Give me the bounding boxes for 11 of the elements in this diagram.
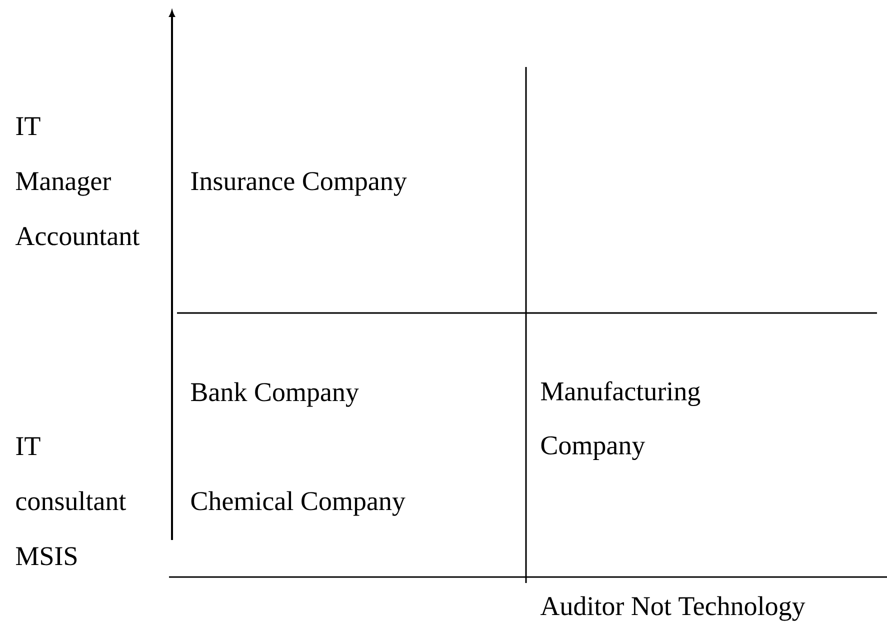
- axis-label: consultant: [16, 491, 126, 510]
- axis-label: IT: [16, 117, 40, 135]
- quadrant-label: Insurance Company: [191, 172, 407, 196]
- axis-label: MSIS: [16, 547, 77, 566]
- axis-label: Auditor Not Technology: [540, 596, 806, 621]
- axis-label: Accountant: [15, 227, 140, 246]
- quadrant-label: Manufacturing Company: [540, 381, 700, 460]
- axis-label: Manager: [16, 172, 111, 196]
- axis-label: IT: [16, 437, 40, 455]
- quadrant-label: Bank Company: [191, 382, 359, 407]
- quadrant-label: Chemical Company: [191, 491, 406, 516]
